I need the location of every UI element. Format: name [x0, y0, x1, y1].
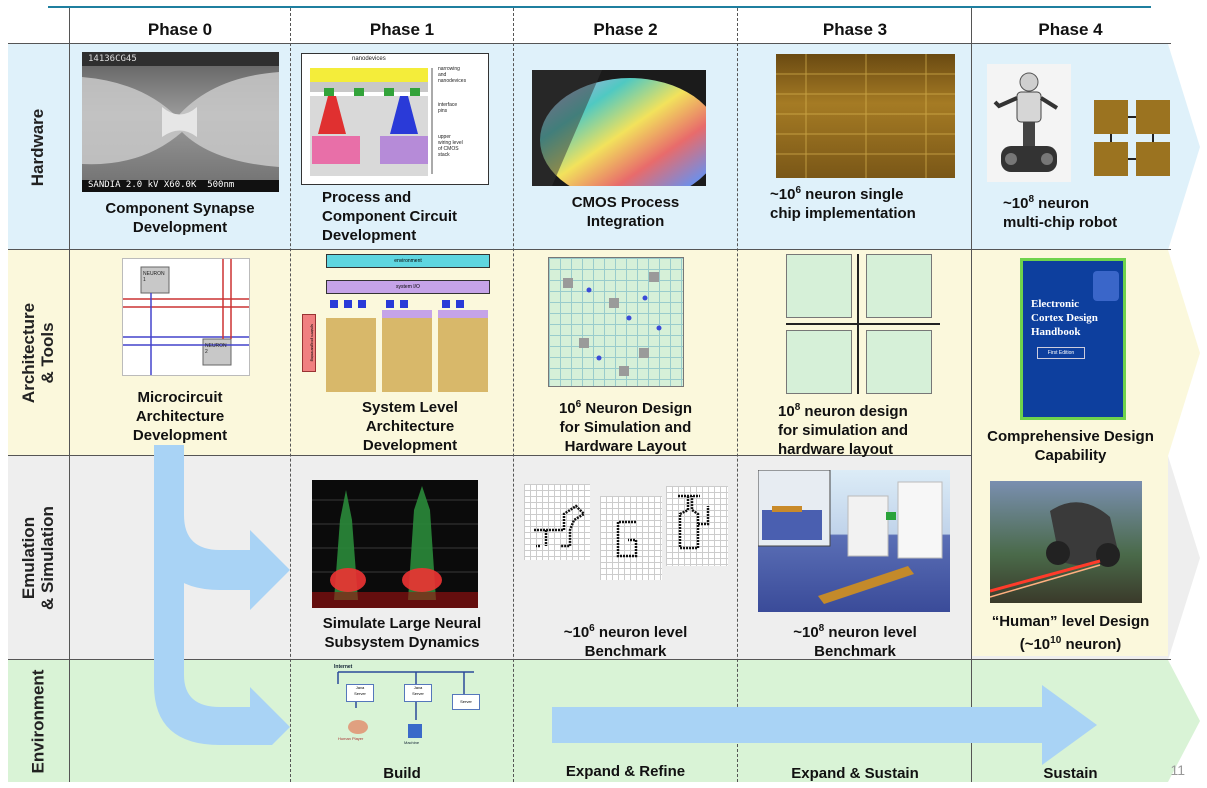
neuron1-label: NEURON 1	[143, 271, 165, 283]
phase-1-header: Phase 1	[369, 20, 435, 39]
header-divider	[8, 43, 1171, 44]
column-divider-4	[971, 8, 972, 782]
arch-phase1-caption: System Level Architecture Development	[362, 399, 458, 454]
hw-phase1-caption: Process and Component Circuit Developmen…	[322, 189, 457, 244]
single-chip-image	[776, 54, 955, 178]
top-rule	[48, 6, 1151, 8]
row-label-environment: Environment	[28, 669, 48, 773]
emu-phase2-caption: ~106 neuron level Benchmark	[563, 623, 688, 660]
process-diagram: nanodevices narrowing and nanodevices in…	[301, 53, 489, 185]
emu-phase3-caption: ~108 neuron level Benchmark	[793, 623, 917, 660]
expand-arrow	[552, 685, 1097, 765]
page-number: 11	[1170, 762, 1185, 778]
env-phase4-caption: Sustain	[1043, 765, 1098, 782]
emu-phase1-caption: Simulate Large Neural Subsystem Dynamics	[322, 615, 482, 651]
handbook-cover: Electronic Cortex Design Handbook First …	[1020, 258, 1126, 420]
robot-image	[987, 64, 1071, 182]
nanodevices-label: nanodevices	[352, 56, 386, 62]
label-column-divider	[69, 8, 70, 782]
human-level-game-image	[990, 481, 1142, 603]
phase-2-header: Phase 2	[593, 20, 658, 39]
arch-side-bar: system programming	[302, 314, 316, 372]
neuron2-label: NEURON 2	[205, 343, 227, 355]
arch-sysio-bar: system I/O	[326, 280, 490, 294]
neuron-layout-quad	[786, 254, 940, 394]
column-divider-2	[513, 8, 514, 782]
sem-synapse-image: 14136CG45 SANDIA 2.0 kV X60.0K 500nm	[82, 52, 279, 192]
row-label-emulation: Emulation & Simulation	[19, 506, 57, 610]
build-flow-arrows	[154, 445, 290, 745]
row-label-architecture: Architecture & Tools	[19, 302, 58, 404]
handbook-title: Electronic Cortex Design Handbook	[1031, 298, 1098, 338]
hw-phase4-caption: ~108 neuron multi-chip robot	[1003, 194, 1118, 231]
microcircuit-diagram: NEURON 1 NEURON 2	[122, 258, 250, 376]
env-phase1-caption: Build	[383, 765, 421, 782]
handbook-edition: First Edition	[1037, 347, 1085, 359]
phase-4-header: Phase 4	[1038, 20, 1103, 39]
env-brain-icon	[348, 720, 368, 734]
system-level-diagram: environment system I/O system programmin…	[300, 254, 490, 394]
hw-phase2-caption: CMOS Process Integration	[571, 194, 680, 230]
phase-0-header: Phase 0	[147, 20, 213, 39]
narrowing-label: narrowing and nanodevices	[438, 66, 467, 84]
emu-phase4-caption: “Human” level Design (~1010 neuron)	[991, 613, 1150, 653]
arch-phase2-caption: 106 Neuron Design for Simulation and Har…	[558, 399, 693, 455]
column-divider-1	[290, 8, 291, 782]
arch-env-bar: environment	[326, 254, 490, 268]
column-divider-3	[737, 8, 738, 782]
env-brain-label: Human Player	[338, 736, 364, 741]
env-internet-label: Internet	[334, 664, 353, 670]
phase-3-header: Phase 3	[822, 20, 888, 39]
row-divider-1	[8, 249, 1171, 250]
env-machine-label: Machine	[404, 740, 420, 745]
hw-phase3-caption: ~106 neuron single chip implementation	[770, 185, 916, 222]
sem-id-text: 14136CG45	[88, 54, 137, 64]
benchmark-grids-1	[524, 484, 730, 582]
cmos-wafer-image	[532, 70, 706, 186]
neuron-layout-grid-1	[548, 257, 684, 387]
env-server: Server	[452, 694, 480, 710]
env-java-server-2: Java Server	[404, 684, 432, 702]
multi-chip-image	[1092, 98, 1172, 178]
arch-phase3-caption: 108 neuron design for simulation and har…	[778, 402, 909, 458]
env-phase3-caption: Expand & Sustain	[791, 765, 919, 782]
hw-phase0-caption: Component Synapse Development	[105, 200, 255, 236]
upper-wiring-label: upper wiring level of CMOS stack	[438, 134, 463, 158]
environment-network-diagram: Internet Java Server Java Server Server …	[334, 664, 484, 756]
maze-benchmark-image	[758, 470, 950, 612]
env-machine-icon	[408, 724, 422, 738]
row-label-hardware: Hardware	[28, 108, 48, 186]
row-divider-2	[8, 455, 972, 456]
sem-banner-text: SANDIA 2.0 kV X60.0K 500nm	[88, 180, 235, 190]
env-java-server-1: Java Server	[346, 684, 374, 702]
arch-phase0-caption: Microcircuit Architecture Development	[132, 389, 228, 444]
neural-dynamics-plot	[312, 480, 478, 608]
row-divider-3	[8, 659, 1171, 660]
interface-pins-label: interface pins	[438, 102, 458, 114]
env-phase2-caption: Expand & Refine	[565, 763, 686, 780]
arch-phase4-caption: Comprehensive Design Capability	[987, 428, 1154, 464]
